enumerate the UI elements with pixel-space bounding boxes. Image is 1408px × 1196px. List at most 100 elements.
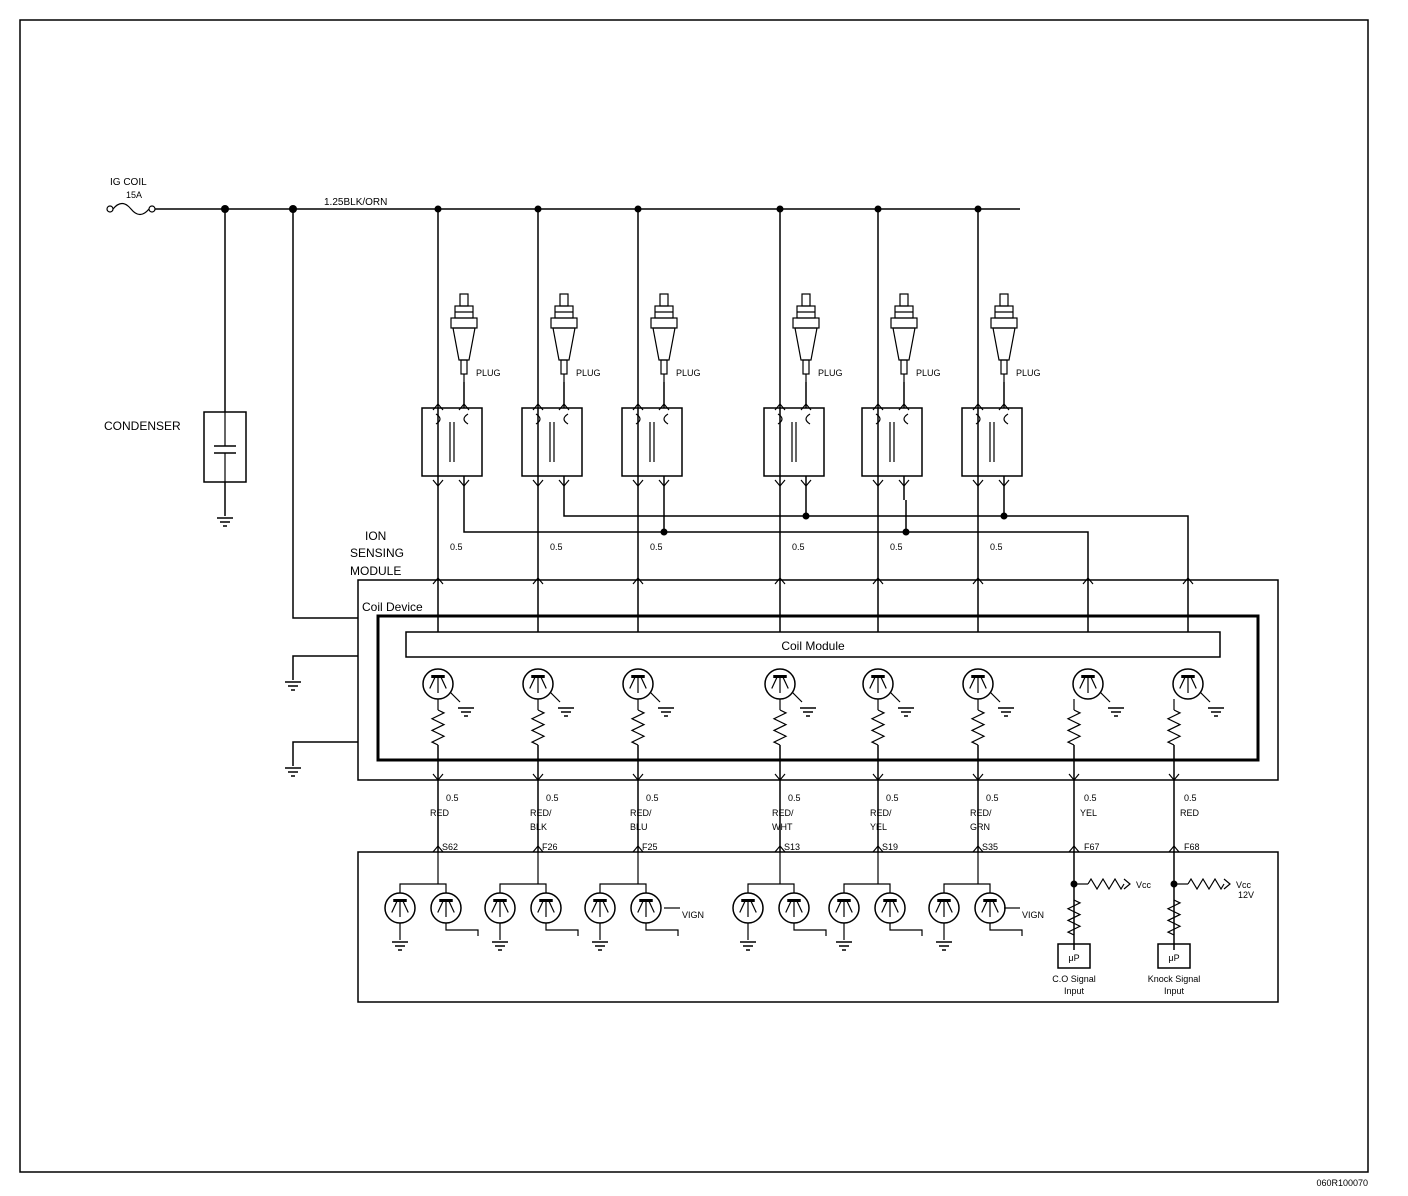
ion-return-wire	[463, 500, 1089, 632]
junction-dot	[802, 512, 810, 520]
plug-shell	[550, 317, 578, 329]
ground-icon	[740, 941, 756, 951]
arrow-icon	[1182, 577, 1194, 585]
transistor-icon	[862, 668, 894, 700]
arrow-icon	[1168, 845, 1180, 853]
wire-color-label: GRN	[970, 822, 990, 832]
driver-link-wire	[943, 883, 991, 893]
plug-shell	[890, 317, 918, 329]
ion-module-label-2: SENSING	[350, 546, 404, 560]
driver-link-wire	[843, 883, 891, 893]
ground-icon	[285, 681, 301, 691]
resistor-icon	[870, 709, 886, 746]
arrow-icon	[872, 577, 884, 585]
wire-color-label: YEL	[870, 822, 887, 832]
plug-insulator	[652, 327, 676, 361]
arrow-icon	[658, 479, 670, 487]
plug-terminal	[899, 293, 909, 307]
ground-icon	[592, 941, 608, 951]
connector-id: F68	[1184, 842, 1200, 852]
ion-module-label-3: MODULE	[350, 564, 401, 578]
transistor-lead	[782, 676, 789, 689]
transistor-lead	[785, 900, 792, 913]
ecu-box	[357, 851, 1279, 1003]
transistor-icon	[584, 892, 616, 924]
junction-dot	[660, 528, 668, 536]
coil-winding-secondary	[1003, 413, 1009, 425]
cylinder-circuits: PLUG0.50.5REDS62PLUG0.50.5RED/BLKF26PLUG…	[384, 205, 1254, 996]
junction-dot	[776, 205, 784, 213]
transistor-icon	[1072, 668, 1104, 700]
arrow-icon	[1123, 878, 1131, 890]
plug-shell	[792, 317, 820, 329]
arrow-icon	[998, 403, 1010, 411]
condenser-label: CONDENSER	[104, 419, 181, 433]
transistor-lead	[1090, 676, 1097, 689]
connector-id: F26	[542, 842, 558, 852]
driver-link-wire	[747, 883, 795, 893]
transistor-lead	[402, 900, 409, 913]
wire-gauge-label: 0.5	[886, 793, 899, 803]
wire-color-label: RED	[1180, 808, 1200, 818]
coil-winding-secondary	[805, 413, 811, 425]
wire-gauge-label: 0.5	[788, 793, 801, 803]
plug-insulator	[452, 327, 476, 361]
transistor-lead	[540, 676, 547, 689]
coil-winding-primary	[535, 413, 541, 425]
transistor-lead	[1190, 676, 1197, 689]
transistor-icon	[962, 668, 994, 700]
transistor-lead	[739, 900, 746, 913]
ground-icon	[1108, 707, 1124, 717]
driver-chain-wire	[545, 923, 579, 936]
ground-icon	[658, 707, 674, 717]
plug-insulator	[892, 327, 916, 361]
arrow-icon	[458, 403, 470, 411]
plug-electrode	[460, 359, 468, 375]
transistor-lead	[591, 900, 598, 913]
figure-code: 060R100070	[1316, 1178, 1368, 1188]
arrow-icon	[800, 479, 812, 487]
transistor-lead	[969, 676, 976, 689]
arrow-icon	[872, 479, 884, 487]
plug-shell	[650, 317, 678, 329]
plug-electrode	[900, 359, 908, 375]
microprocessor-box	[1057, 943, 1091, 969]
microprocessor-label: μP	[1068, 953, 1079, 963]
transistor-lead	[980, 676, 987, 689]
transistor-emitter-wire	[1199, 691, 1211, 703]
driver-chain-wire	[793, 923, 827, 936]
junction-dot	[902, 528, 910, 536]
ignition-coil-icon	[421, 407, 483, 477]
transistor-icon	[622, 668, 654, 700]
wire-color-label: RED/	[870, 808, 892, 818]
transistor-lead	[992, 900, 999, 913]
wire-gauge-label: 0.5	[1184, 793, 1197, 803]
wire-gauge-label: 0.5	[792, 542, 805, 552]
transistor-lead	[491, 900, 498, 913]
arrow-icon	[972, 845, 984, 853]
plug-electrode	[660, 359, 668, 375]
resistor-icon	[1166, 899, 1182, 936]
plug-insulator	[794, 327, 818, 361]
ion-return-wire	[563, 500, 1189, 632]
plug-shell	[990, 317, 1018, 329]
arrow-icon	[998, 479, 1010, 487]
transistor-lead	[448, 900, 455, 913]
transistor-lead	[771, 676, 778, 689]
coil-device-box	[357, 579, 1279, 781]
transistor-emitter-wire	[791, 691, 803, 703]
arrow-icon	[458, 479, 470, 487]
wire-color-label: RED/	[970, 808, 992, 818]
ground-icon	[558, 707, 574, 717]
spark-plug-icon	[450, 293, 478, 382]
arrow-icon	[972, 479, 984, 487]
wire-gauge-label: 0.5	[446, 793, 459, 803]
transistor-icon	[630, 892, 662, 924]
resistor-icon	[772, 709, 788, 746]
wire-color-label: BLU	[630, 822, 648, 832]
plug-insulator	[992, 327, 1016, 361]
spark-plug-icon	[990, 293, 1018, 382]
wire-gauge-label: 0.5	[890, 542, 903, 552]
arrow-icon	[898, 403, 910, 411]
coil-module-bar	[405, 631, 1221, 658]
